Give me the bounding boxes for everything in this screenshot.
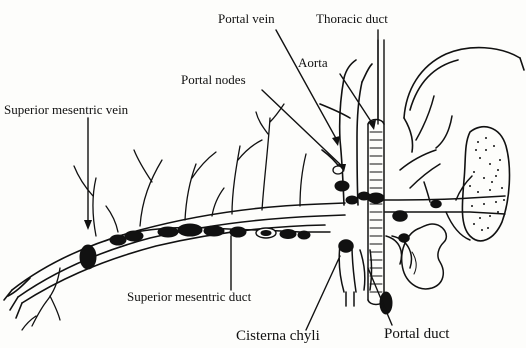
label-aorta: Aorta bbox=[298, 56, 328, 69]
label-superior-mesentric-vein: Superior mesentric vein bbox=[4, 103, 128, 116]
vein-node bbox=[80, 245, 96, 269]
kidney bbox=[402, 224, 447, 289]
leader-arrowheads bbox=[84, 120, 376, 230]
aorta bbox=[368, 120, 384, 305]
portal-duct-vessels bbox=[385, 96, 505, 268]
stomach-outline bbox=[404, 48, 524, 152]
spleen bbox=[462, 127, 509, 241]
label-portal-nodes: Portal nodes bbox=[181, 73, 246, 86]
label-superior-mesentric-duct: Superior mesentric duct bbox=[127, 290, 251, 303]
label-portal-vein: Portal vein bbox=[218, 12, 275, 25]
label-cisterna-chyli: Cisterna chyli bbox=[236, 329, 320, 344]
cisterna-chyli bbox=[339, 240, 372, 306]
label-thoracic-duct: Thoracic duct bbox=[316, 12, 388, 25]
mesenteric-branches bbox=[74, 104, 306, 236]
label-portal-duct: Portal duct bbox=[384, 327, 449, 342]
thoracic-duct bbox=[378, 40, 384, 124]
